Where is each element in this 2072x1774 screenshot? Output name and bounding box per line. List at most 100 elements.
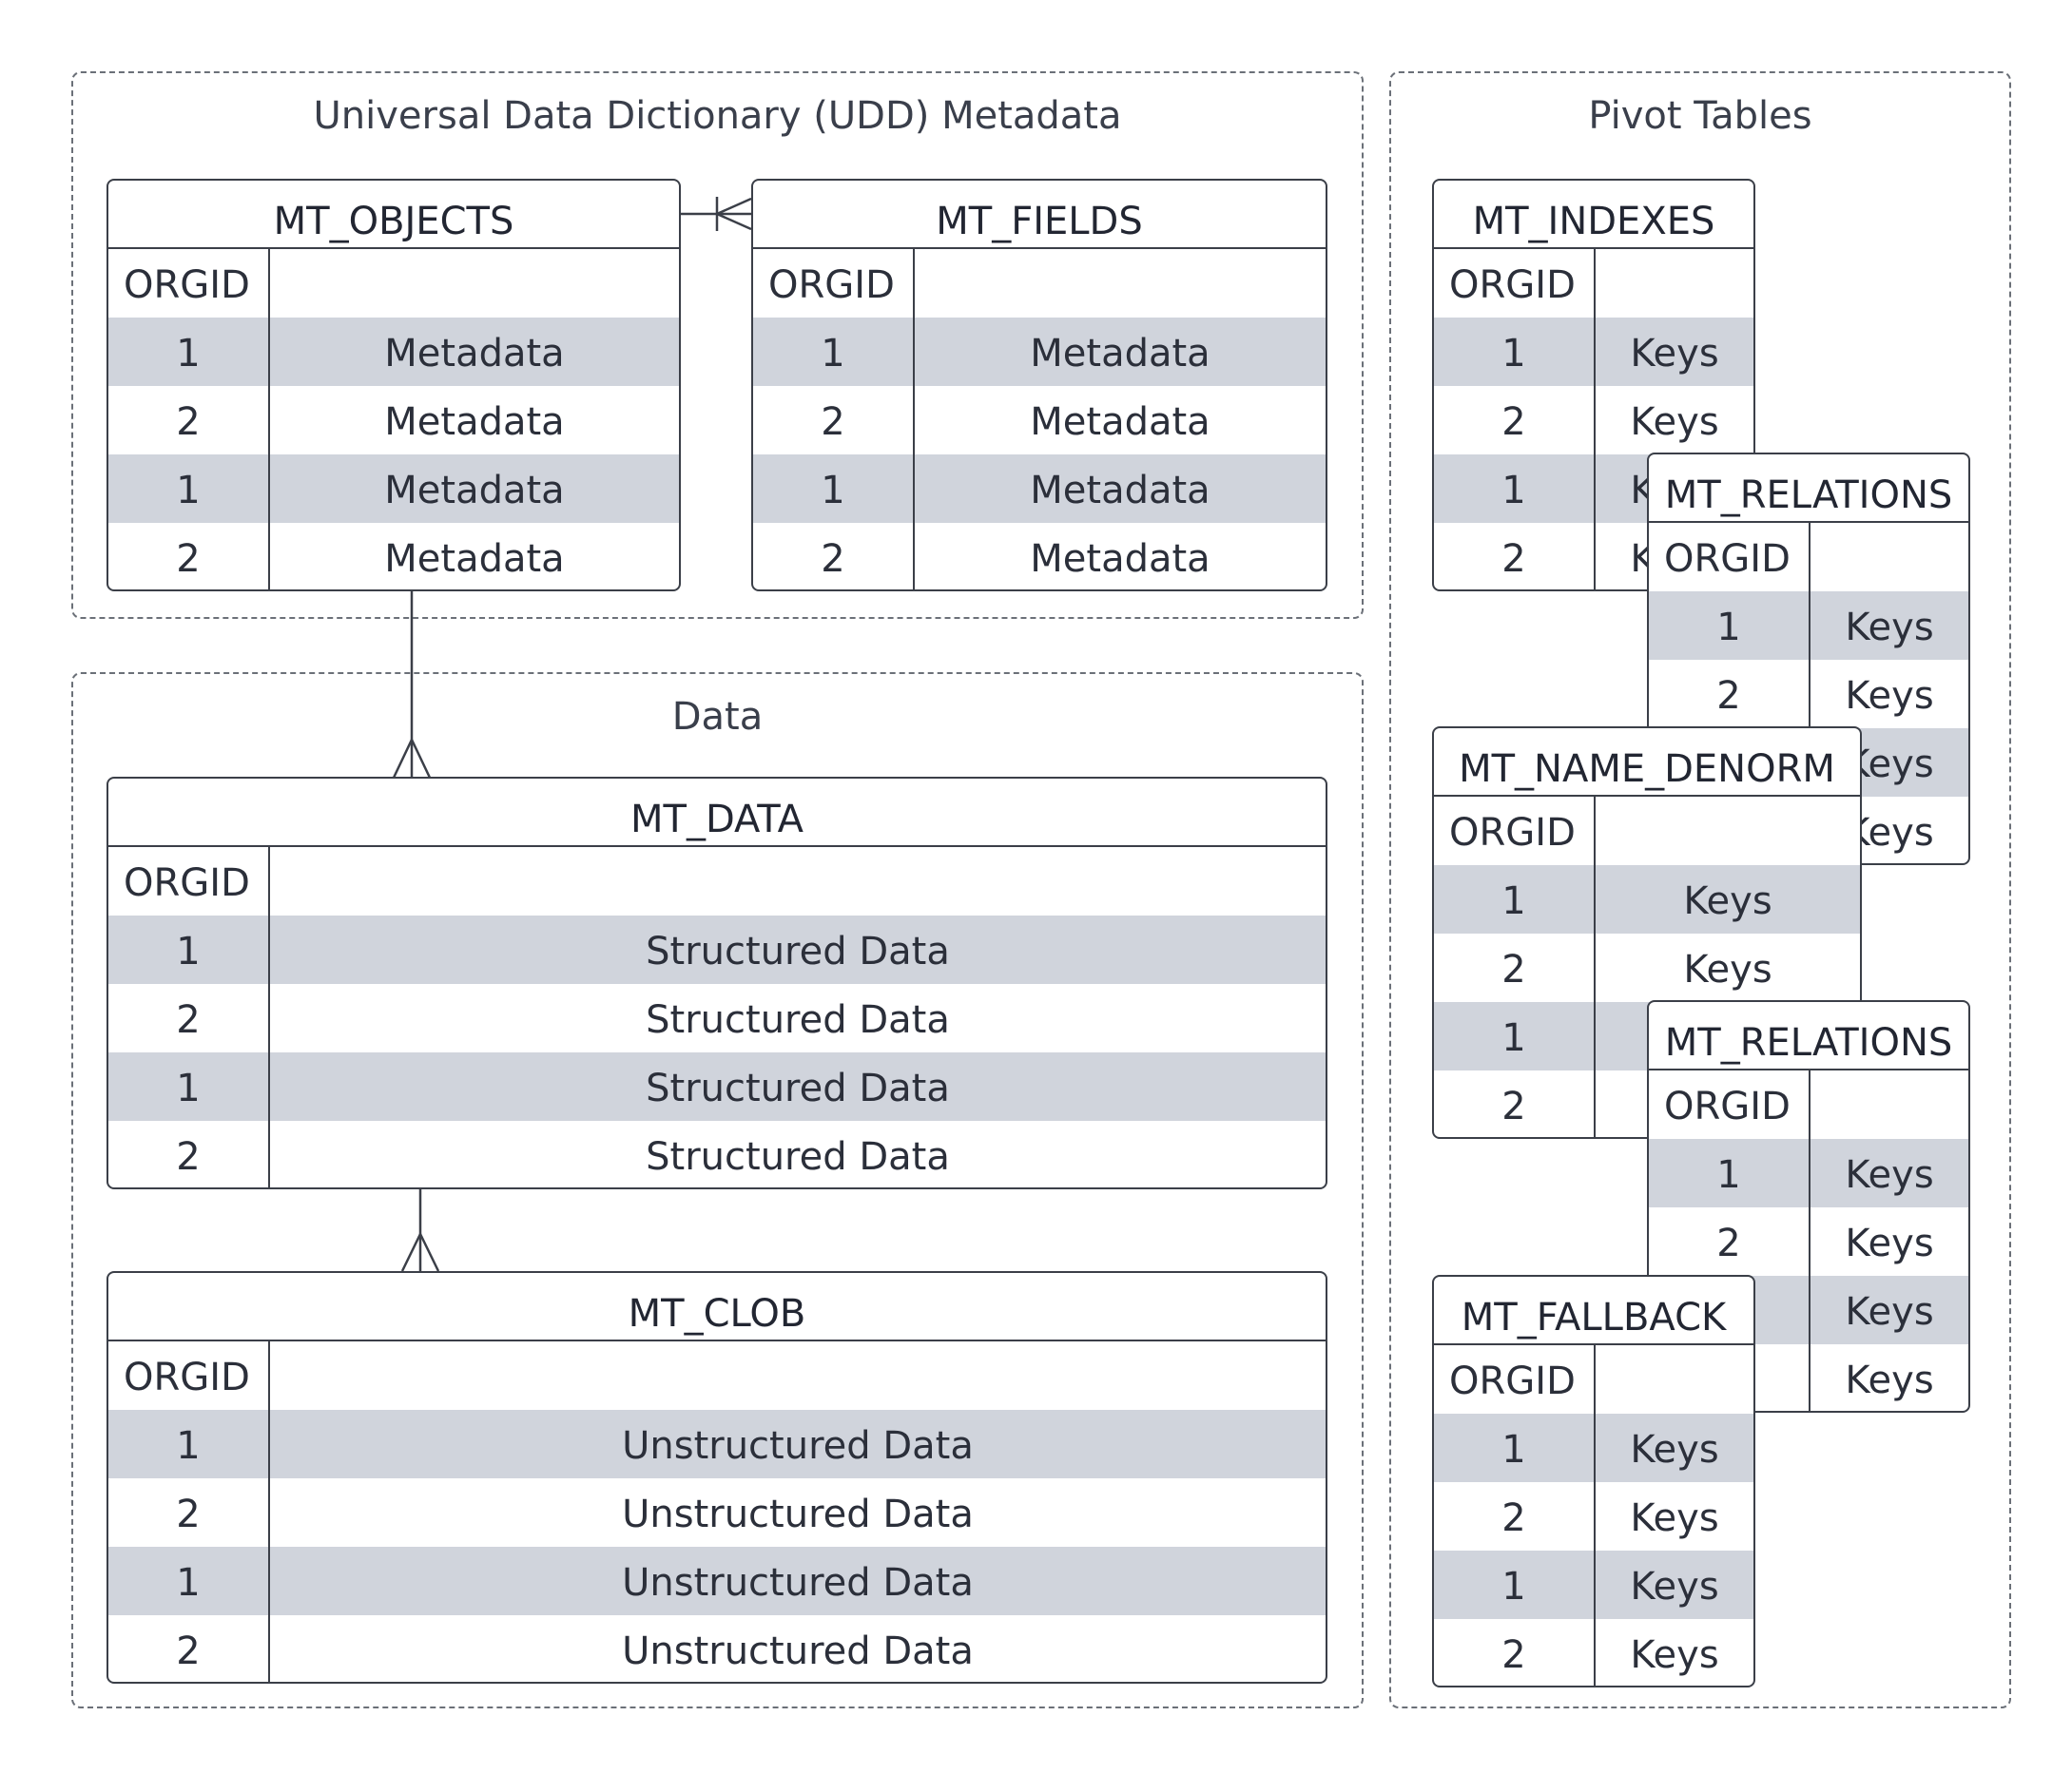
table-name: MT_FALLBACK: [1434, 1277, 1753, 1345]
value-cell: Metadata: [1030, 400, 1210, 444]
orgid-cell: 2: [1434, 386, 1596, 454]
orgid-cell: 2: [108, 1478, 270, 1547]
data-clob-crowfoot-left: [400, 1233, 422, 1272]
orgid-cell: 1: [108, 1410, 270, 1478]
orgid-cell: 1: [1434, 1002, 1596, 1070]
table-row: 2 Metadata: [753, 523, 1326, 589]
value-cell: Keys: [1845, 674, 1934, 718]
orgid-cell: 2: [1434, 934, 1596, 1002]
table-name: MT_FIELDS: [753, 181, 1326, 249]
table-row: 1 Metadata: [108, 454, 679, 523]
value-cell: Keys: [1630, 1633, 1719, 1677]
table-row: 2 Unstructured Data: [108, 1478, 1326, 1547]
table-row: 1 Structured Data: [108, 916, 1326, 984]
value-cell: Keys: [1630, 332, 1719, 376]
objects-data-crowfoot-right: [410, 739, 432, 779]
table-name: MT_OBJECTS: [108, 181, 679, 249]
table-name: MT_NAME_DENORM: [1434, 728, 1860, 797]
orgid-cell: 2: [1434, 1619, 1596, 1686]
table-row: 2 Keys: [1649, 1207, 1968, 1276]
value-cell: Structured Data: [646, 998, 950, 1042]
table-name: MT_RELATIONS: [1649, 454, 1968, 523]
orgid-cell: 1: [753, 454, 915, 523]
table-row: 1 Keys: [1649, 591, 1968, 660]
orgid-cell: 2: [753, 386, 915, 454]
value-cell: Keys: [1630, 1428, 1719, 1472]
table-row: 1 Keys: [1434, 1414, 1753, 1482]
orgid-cell: 2: [1649, 660, 1811, 728]
value-cell: Keys: [1845, 1222, 1934, 1265]
table-name: MT_CLOB: [108, 1273, 1326, 1341]
table-name: MT_DATA: [108, 779, 1326, 847]
value-cell: Structured Data: [646, 1135, 950, 1179]
orgid-cell: 1: [108, 1052, 270, 1121]
orgid-header: ORGID: [108, 1341, 270, 1410]
orgid-cell: 1: [1434, 1414, 1596, 1482]
table-row: 2 Unstructured Data: [108, 1615, 1326, 1682]
value-cell: Metadata: [1030, 537, 1210, 581]
orgid-cell: 1: [1434, 454, 1596, 523]
orgid-cell: 1: [1649, 591, 1811, 660]
orgid-cell: 1: [1649, 1139, 1811, 1207]
table-row: 1 Keys: [1649, 1139, 1968, 1207]
udd-metadata-group-title: Universal Data Dictionary (UDD) Metadata: [313, 94, 1122, 138]
value-cell: Unstructured Data: [622, 1493, 974, 1536]
orgid-cell: 1: [753, 318, 915, 386]
table-row: 2 Keys: [1434, 1619, 1753, 1686]
objects-fields-crowfoot-bottom: [716, 212, 752, 231]
value-cell: Unstructured Data: [622, 1424, 974, 1468]
value-cell: Keys: [1845, 1290, 1934, 1334]
orgid-header: ORGID: [108, 847, 270, 916]
value-cell: Metadata: [1030, 469, 1210, 512]
value-cell: Metadata: [384, 469, 565, 512]
orgid-header: ORGID: [1649, 523, 1811, 591]
orgid-cell: 1: [1434, 318, 1596, 386]
table-name: MT_RELATIONS: [1649, 1002, 1968, 1070]
orgid-cell: 2: [108, 1615, 270, 1682]
table-row: 2 Metadata: [753, 386, 1326, 454]
objects-data-crowfoot-left: [392, 739, 414, 779]
table-row: 2 Structured Data: [108, 984, 1326, 1052]
table-row: 2 Keys: [1434, 386, 1753, 454]
value-cell: Keys: [1845, 1153, 1934, 1197]
orgid-cell: 1: [108, 916, 270, 984]
pivot-tables-group: Pivot Tables: [1389, 71, 2011, 1708]
orgid-cell: 2: [108, 984, 270, 1052]
orgid-header: ORGID: [1434, 1345, 1596, 1414]
table-row: 1 Metadata: [753, 454, 1326, 523]
orgid-cell: 2: [108, 386, 270, 454]
objects-fields-crowfoot-top: [716, 197, 752, 216]
value-cell: Unstructured Data: [622, 1629, 974, 1673]
table-row: 1 Unstructured Data: [108, 1410, 1326, 1478]
orgid-cell: 2: [1434, 1482, 1596, 1551]
value-cell: Structured Data: [646, 930, 950, 974]
value-cell: Keys: [1630, 400, 1719, 444]
orgid-cell: 1: [108, 1547, 270, 1615]
orgid-header: ORGID: [1649, 1070, 1811, 1139]
orgid-cell: 2: [1434, 523, 1596, 589]
orgid-cell: 1: [108, 454, 270, 523]
orgid-cell: 2: [753, 523, 915, 589]
orgid-cell: 1: [108, 318, 270, 386]
value-cell: Metadata: [1030, 332, 1210, 376]
value-cell: Keys: [1683, 948, 1772, 992]
orgid-cell: 2: [1649, 1207, 1811, 1276]
value-cell: Unstructured Data: [622, 1561, 974, 1605]
table-row: 1 Metadata: [753, 318, 1326, 386]
orgid-cell: 2: [108, 523, 270, 589]
data-clob-crowfoot-right: [418, 1233, 440, 1272]
value-cell: Keys: [1845, 606, 1934, 649]
orgid-cell: 2: [1434, 1070, 1596, 1137]
